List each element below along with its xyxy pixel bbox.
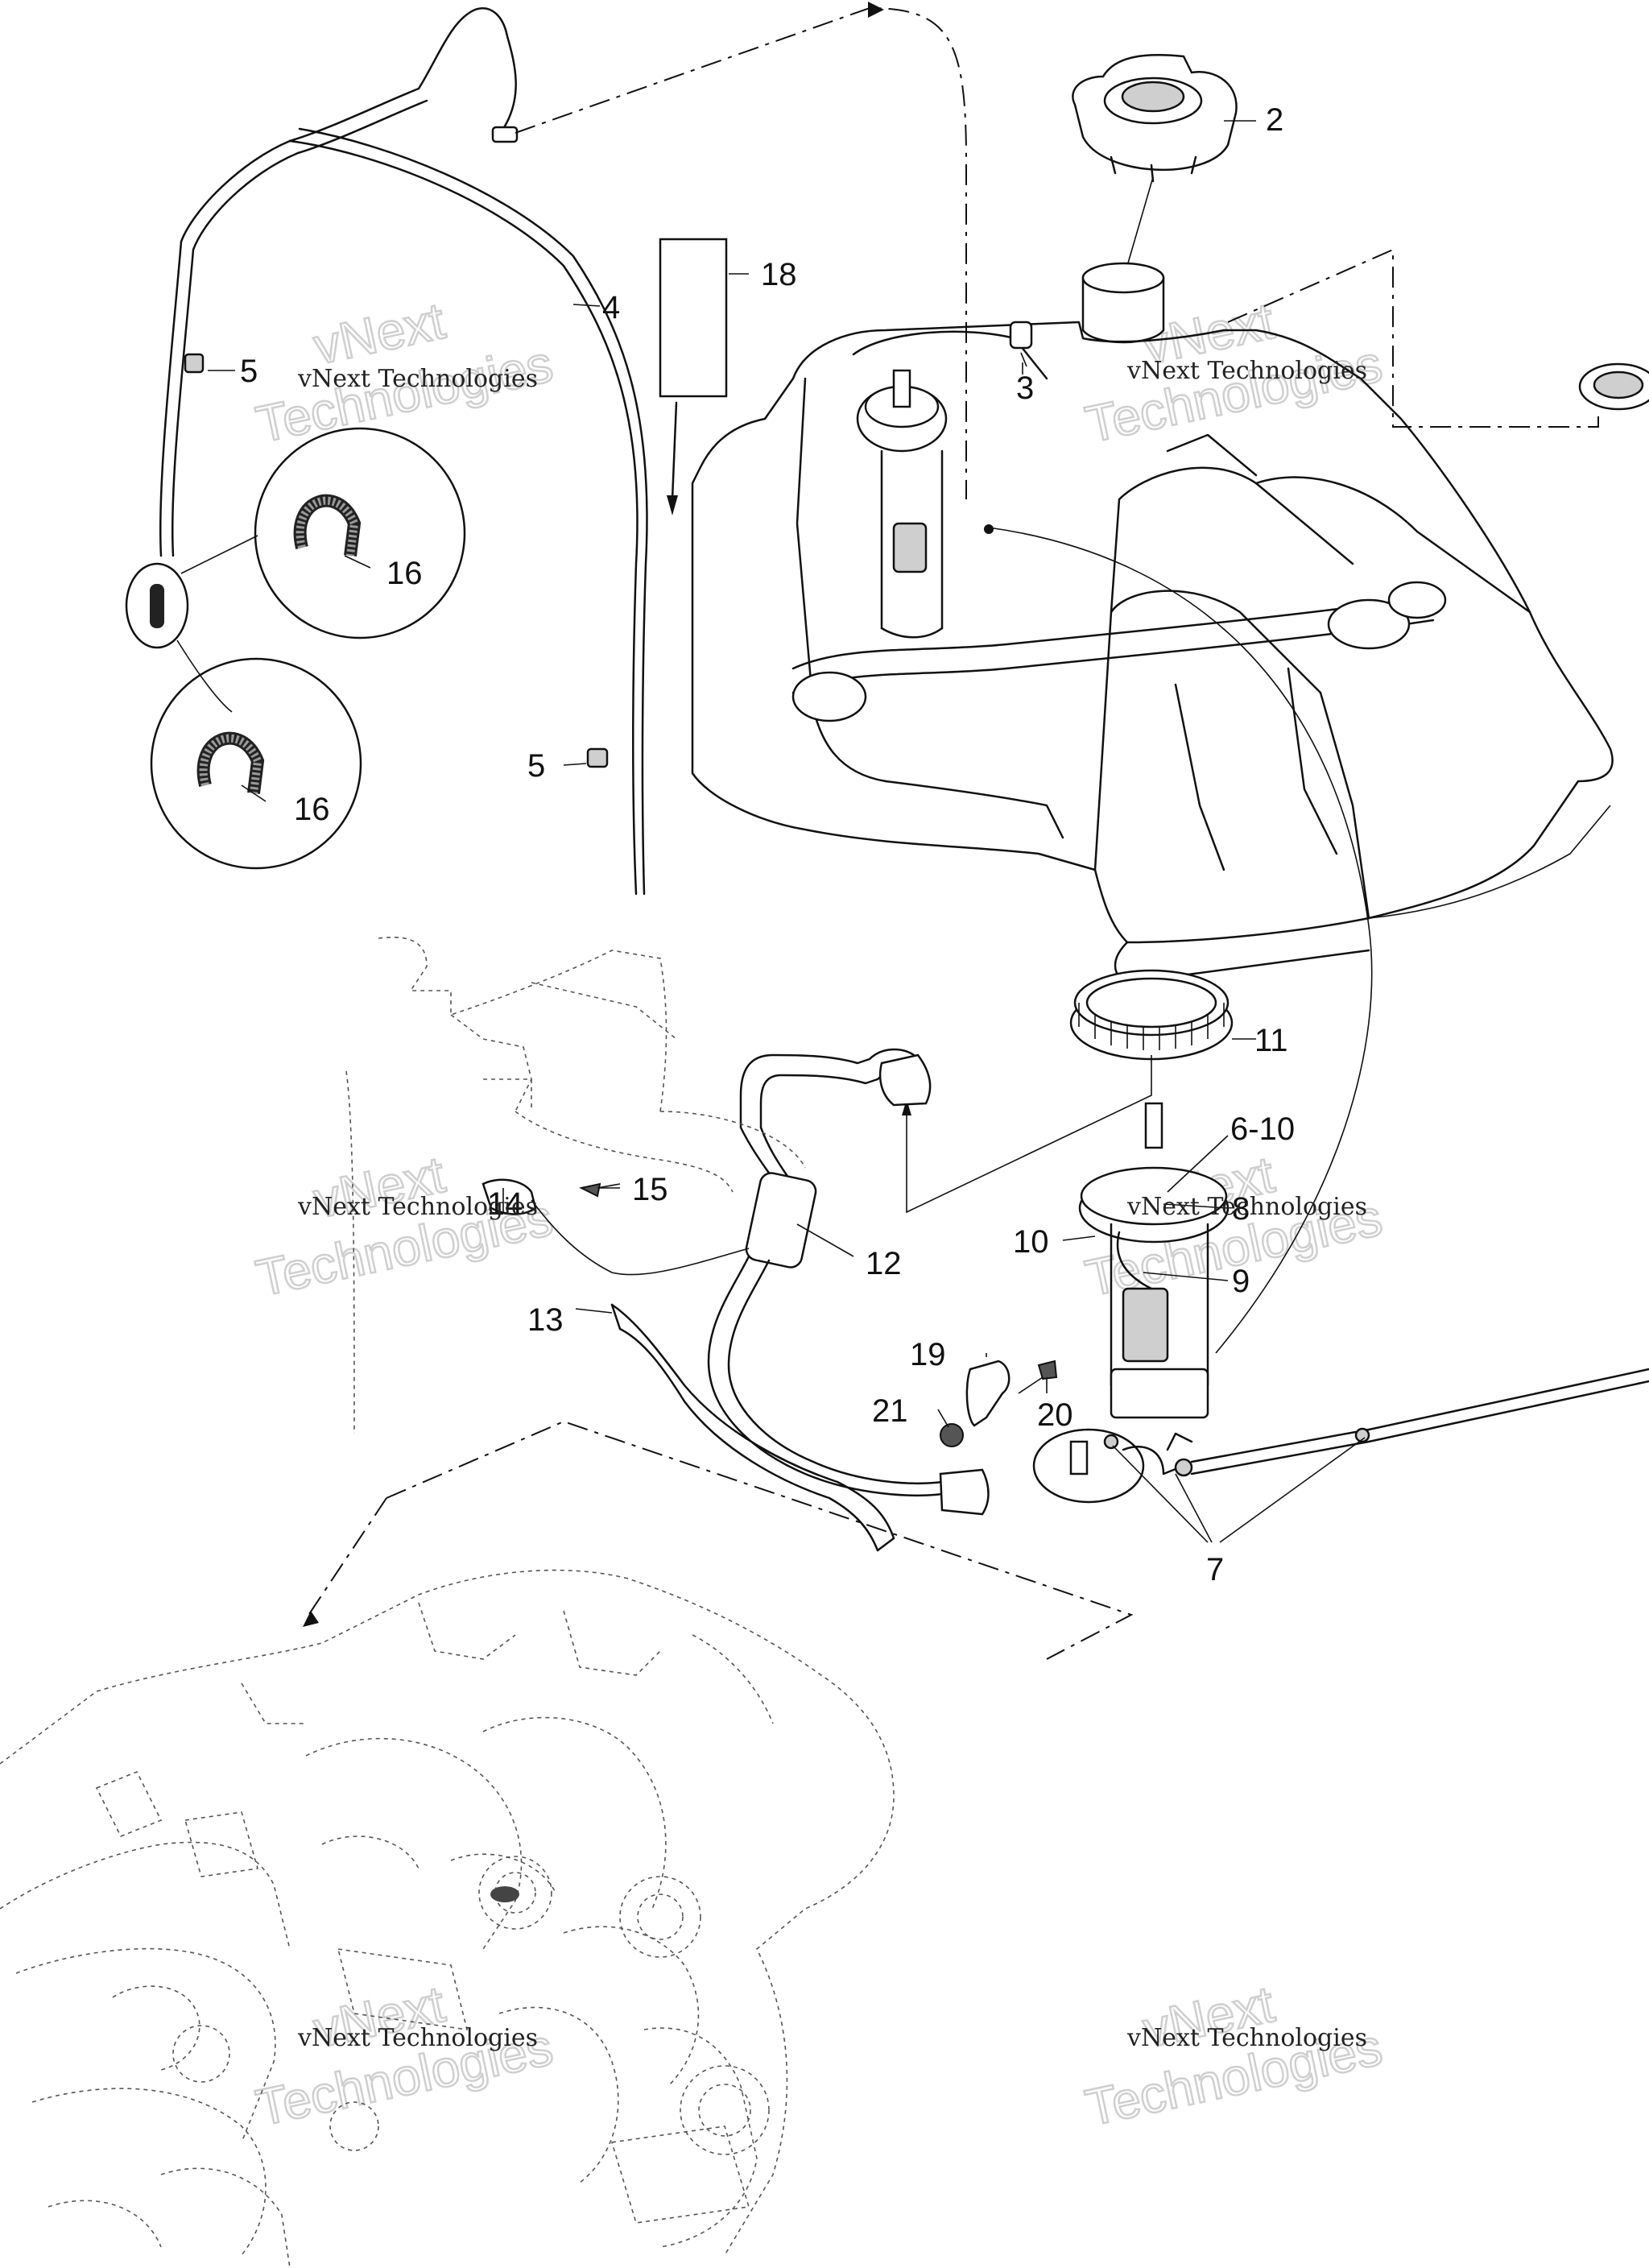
watermark-caption: vNext Technologies <box>1126 357 1367 385</box>
callout-15: 15 <box>632 1172 668 1207</box>
watermark-caption: vNext Technologies <box>1126 2024 1367 2052</box>
callout-16-upper: 16 <box>386 556 423 591</box>
watermark-caption: vNext Technologies <box>1126 1193 1367 1221</box>
callout-3: 3 <box>1016 370 1034 406</box>
callout-11: 11 <box>1254 1023 1288 1058</box>
watermark-3: vNext Technologies <box>250 1144 559 1309</box>
fuel-pump-assembly <box>902 1055 1649 1504</box>
callout-18: 18 <box>761 257 797 292</box>
fuel-tank <box>691 321 1614 1354</box>
callout-16-lower: 16 <box>294 792 330 827</box>
callout-6-10: 6-10 <box>1230 1111 1295 1147</box>
callout-13: 13 <box>527 1302 564 1338</box>
callout-12: 12 <box>866 1246 902 1281</box>
callout-2: 2 <box>1266 102 1283 138</box>
callout-14: 14 <box>487 1186 523 1222</box>
fuel-cap <box>1072 54 1238 344</box>
frame-bracket <box>345 937 806 1434</box>
callout-19: 19 <box>910 1337 946 1372</box>
engine-emblem-icon <box>490 1886 519 1902</box>
watermark-caption: vNext Technologies <box>297 2024 538 2052</box>
callout-labels: 2 3 4 5 5 6-10 7 8 9 10 11 12 13 14 15 1… <box>240 102 1295 1587</box>
callout-20: 20 <box>1037 1397 1073 1433</box>
callout-8: 8 <box>1232 1191 1250 1227</box>
watermark-caption: vNext Technologies <box>297 1193 538 1221</box>
callout-9: 9 <box>1232 1264 1250 1299</box>
watermark-captions: vNext Technologies vNext Technologies vN… <box>297 357 1367 2052</box>
fuel-filter-line <box>707 1048 990 1516</box>
leader-lines <box>208 120 1366 1543</box>
callout-5-lower: 5 <box>527 748 545 784</box>
watermark-caption: vNext Technologies <box>297 365 538 393</box>
hose-clamp-hardware <box>940 1360 1058 1447</box>
callout-4: 4 <box>602 290 620 325</box>
locking-ring <box>1069 969 1234 1061</box>
spring-icon <box>196 731 265 794</box>
callout-10: 10 <box>1013 1224 1049 1260</box>
spring-icon <box>293 494 362 557</box>
hose-clamp-upper <box>184 353 205 374</box>
callout-5-upper: 5 <box>240 354 258 389</box>
vent-hose <box>159 2 967 896</box>
engine-assembly <box>0 1420 1134 2268</box>
label-decal <box>659 238 728 515</box>
spring-detail <box>125 427 466 870</box>
hose-clamp-lower <box>586 747 609 768</box>
callout-21: 21 <box>872 1393 908 1429</box>
filler-hose <box>610 1303 895 1552</box>
callout-7: 7 <box>1206 1552 1224 1587</box>
grommet <box>1227 248 1649 428</box>
watermark-1: vNext Technologies <box>250 291 559 455</box>
